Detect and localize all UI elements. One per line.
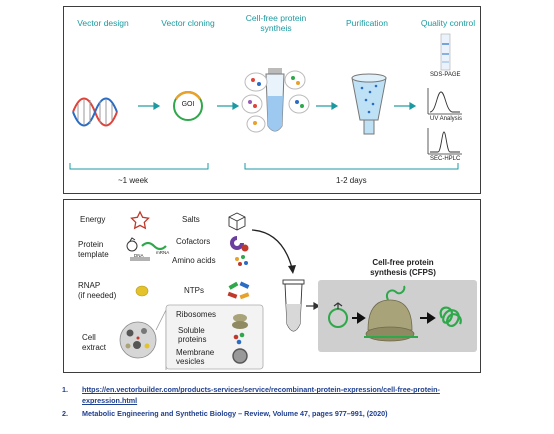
- curved-arrow-icon: [251, 229, 293, 269]
- ntps-icon: [227, 281, 250, 300]
- cofactors-label: Cofactors: [176, 237, 211, 246]
- step-quality-control: Quality control: [420, 18, 476, 28]
- purification-column-icon: [351, 73, 387, 135]
- step-cell-free-synthesis-label: Cell-free protein syntheis: [245, 13, 307, 33]
- qc-sec-hplc-label: SEC-HPLC: [430, 156, 461, 162]
- reference-number: 1.: [62, 385, 68, 394]
- plasmid-icon: [173, 90, 203, 121]
- reaction-tube-icon: [241, 68, 310, 133]
- step-cell-free-synthesis: Cell-free protein syntheis: [234, 13, 318, 33]
- timeline-week-label: ~1 week: [118, 176, 149, 185]
- qc-uv-analysis-label: UV Analysis: [430, 116, 463, 122]
- arrow-icon: [217, 101, 240, 111]
- timeline-days-label: 1-2 days: [336, 176, 367, 185]
- arrow-icon: [352, 312, 366, 324]
- soluble-proteins-icon: [233, 332, 245, 345]
- membrane-vesicles-label: Membrane vesicles: [176, 348, 215, 366]
- cfps-plasmid-icon: [328, 302, 348, 328]
- callout-connector: [155, 309, 167, 370]
- linear-dna-icon: [130, 257, 150, 261]
- qc-sds-page-label: SDS-PAGE: [430, 72, 461, 78]
- amino-acids-icon: [235, 255, 248, 266]
- cell-extract-icon: [119, 321, 157, 359]
- template-plasmid-icon: [126, 237, 138, 252]
- step-vector-cloning: Vector cloning: [161, 18, 215, 28]
- cofactor-icon: [230, 236, 249, 252]
- soluble-proteins-label: Soluble proteins: [178, 326, 207, 344]
- energy-label: Energy: [80, 215, 106, 224]
- ntps-label: NTPs: [184, 286, 204, 295]
- rnap-icon: [135, 285, 149, 297]
- reference-1[interactable]: 1. https://en.vectorbuilder.com/products…: [62, 384, 482, 406]
- reference-2: 2. Metabolic Engineering and Synthetic B…: [62, 408, 482, 419]
- reference-number: 2.: [62, 409, 68, 418]
- ribosomes-label: Ribosomes: [176, 310, 217, 319]
- arrow-icon: [138, 101, 161, 111]
- step-vector-design: Vector design: [77, 18, 129, 28]
- salts-label: Salts: [182, 215, 200, 224]
- ribosome-icon: [232, 314, 248, 329]
- rnap-label: RNAP (if needed): [78, 281, 117, 300]
- amino-acids-label: Amino acids: [172, 256, 216, 265]
- arrow-icon: [394, 101, 417, 111]
- sds-page-gel-icon: [440, 33, 451, 71]
- cell-extract-label: Cell extract: [82, 333, 107, 352]
- arrow-icon: [316, 101, 339, 111]
- cfps-title: Cell-free protein synthesis (CFPS): [370, 258, 436, 277]
- dna-helix-icon: [72, 97, 118, 127]
- cfps-tube-icon: [282, 279, 305, 332]
- uv-analysis-plot-icon: [427, 88, 462, 115]
- goi-label: GOI: [181, 101, 195, 108]
- reference-text: Metabolic Engineering and Synthetic Biol…: [82, 409, 388, 418]
- references: 1. https://en.vectorbuilder.com/products…: [62, 384, 482, 419]
- arrow-icon: [306, 301, 321, 311]
- membrane-vesicle-icon: [232, 348, 248, 364]
- timeline-bracket-days: [244, 163, 459, 170]
- arrow-icon: [420, 312, 436, 324]
- folded-protein-icon: [439, 306, 462, 327]
- protein-template-label: Protein template: [78, 240, 109, 259]
- cfps-ribosome-icon: [364, 285, 418, 342]
- reference-link[interactable]: https://en.vectorbuilder.com/products-se…: [82, 385, 440, 405]
- star-icon: [130, 210, 150, 230]
- template-dna-label: DNA: [134, 253, 144, 258]
- sec-hplc-plot-icon: [427, 128, 462, 155]
- step-purification: Purification: [345, 18, 389, 28]
- timeline-bracket-week: [69, 163, 209, 170]
- salt-crystal-icon: [228, 212, 246, 231]
- template-mrna-label: mRNA: [156, 250, 170, 255]
- mrna-icon: [141, 241, 167, 251]
